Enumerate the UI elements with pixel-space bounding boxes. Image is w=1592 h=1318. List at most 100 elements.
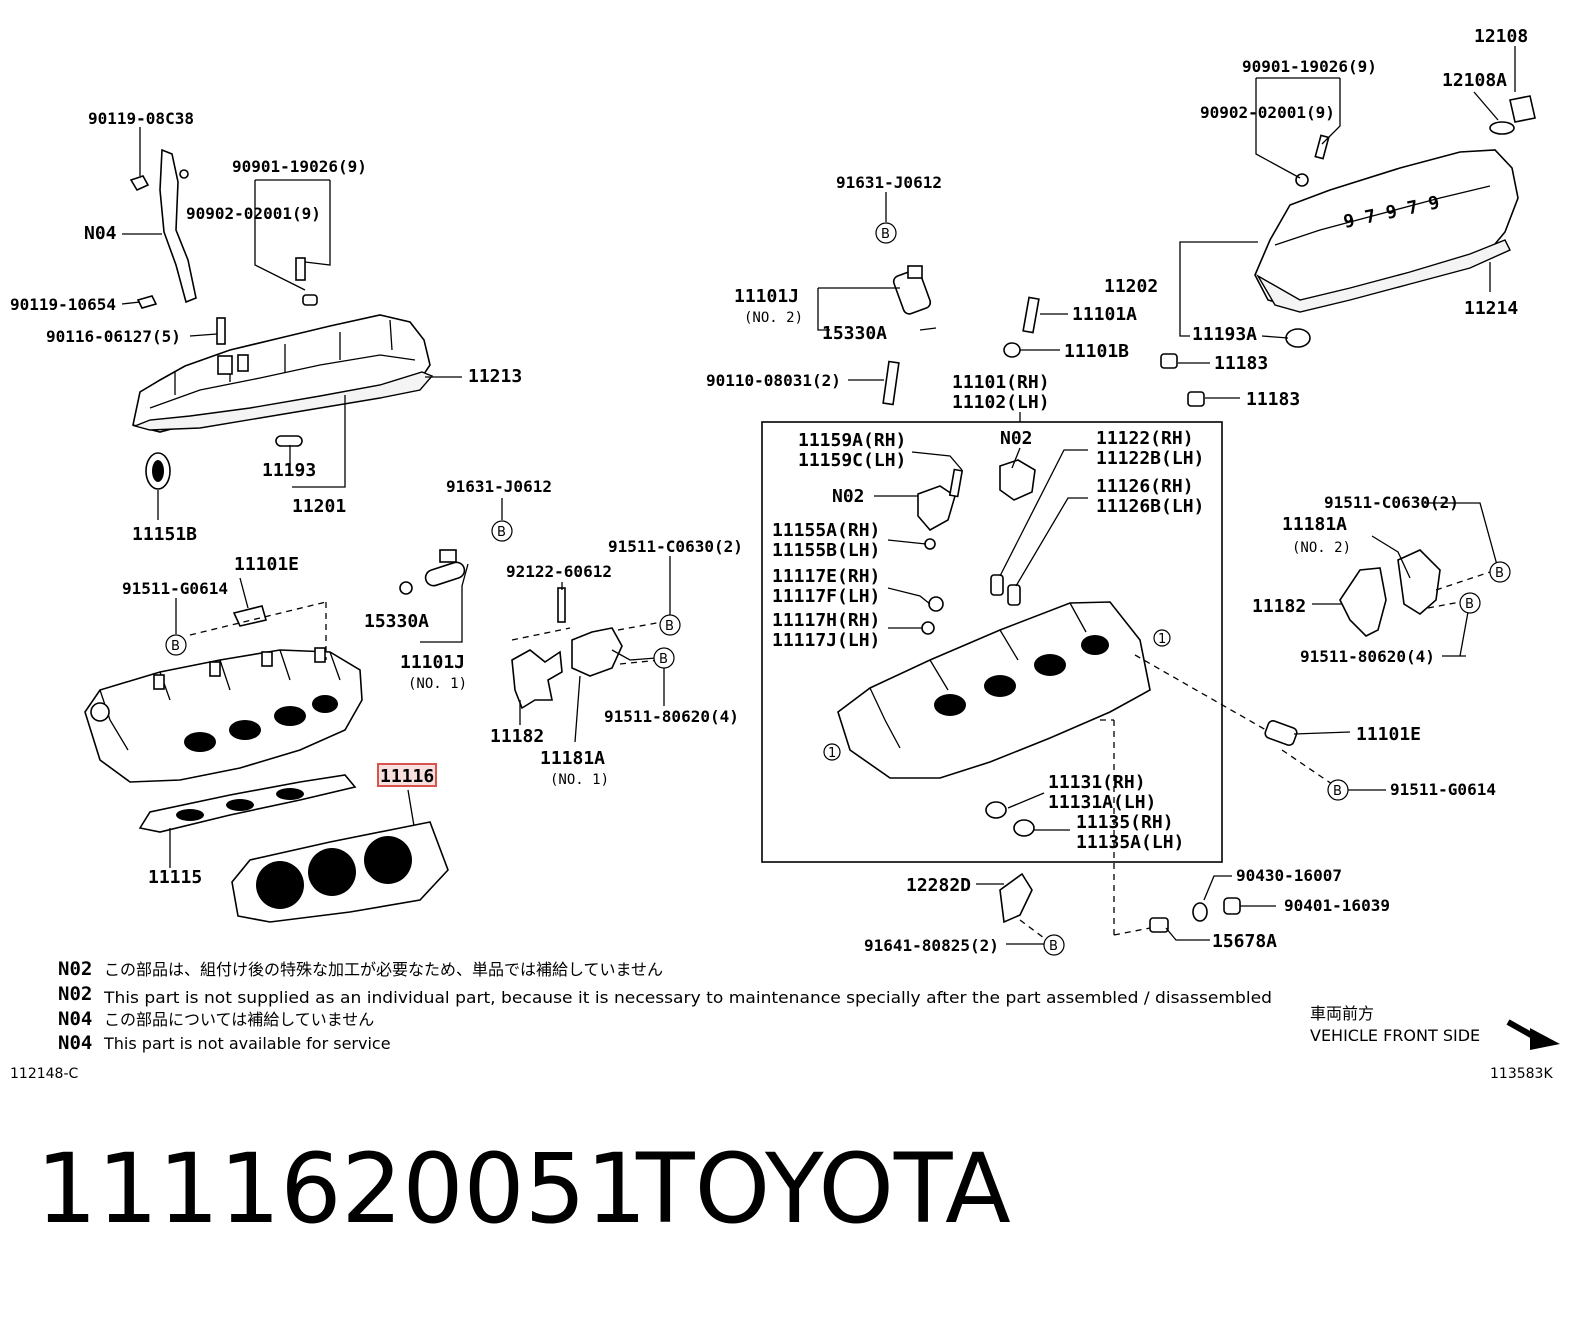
label-no2-right: (NO. 2) — [1292, 540, 1351, 556]
note-text: この部品については補給していません — [104, 1010, 374, 1029]
note-text: This part is not supplied as an individu… — [103, 988, 1272, 1007]
bubble-b: B — [1049, 939, 1058, 954]
label-12108A: 12108A — [1442, 70, 1507, 91]
label-91511-G0614-left: 91511-G0614 — [122, 579, 228, 598]
label-11131: 11131(RH) — [1048, 772, 1146, 793]
bubble-b: B — [665, 619, 674, 634]
label-11126B: 11126B(LH) — [1096, 496, 1204, 517]
label-11181A-left: 11181A — [540, 748, 605, 769]
label-11201: 11201 — [292, 496, 346, 517]
label-91631-J0612-left: 91631-J0612 — [446, 477, 552, 496]
label-11151B: 11151B — [132, 524, 197, 545]
label-15678A: 15678A — [1212, 931, 1277, 952]
label-92122-60612: 92122-60612 — [506, 562, 612, 581]
note-text: This part is not available for service — [103, 1034, 391, 1053]
code-left: 112148-C — [10, 1066, 78, 1082]
label-11101J-center: 11101J — [734, 286, 799, 307]
label-11117H: 11117H(RH) — [772, 610, 880, 631]
label-90902-02001-right: 90902-02001(9) — [1200, 103, 1335, 122]
bubble-b: B — [497, 525, 506, 540]
small-bolts-left — [129, 175, 318, 490]
label-11202: 11202 — [1104, 276, 1158, 297]
label-91631-J0612-center: 91631-J0612 — [836, 173, 942, 192]
vehicle-front-indicator: 車両前方 VEHICLE FRONT SIDE — [1310, 1004, 1560, 1050]
leader-lines — [121, 46, 1516, 945]
bubble-b: B — [171, 639, 180, 654]
note-key: N04 — [58, 1032, 92, 1054]
label-n04: N04 — [84, 223, 117, 244]
label-11182-right: 11182 — [1252, 596, 1306, 617]
label-11155A: 11155A(RH) — [772, 520, 880, 541]
cam-sensor-center — [882, 265, 1040, 406]
label-90119-08C38: 90119-08C38 — [88, 109, 194, 128]
label-11122B: 11122B(LH) — [1096, 448, 1204, 469]
bracket-n04 — [159, 148, 197, 304]
cylinder-head-lh — [84, 647, 363, 783]
cylinder-head-cover-rh: 9 7 9 7 9 — [1160, 95, 1536, 407]
bubble-b: B — [659, 652, 668, 667]
label-11102-lh: 11102(LH) — [952, 392, 1050, 413]
brackets-middle — [511, 587, 623, 710]
label-11183-bottom: 11183 — [1246, 389, 1300, 410]
label-11117J: 11117J(LH) — [772, 630, 880, 651]
label-91511-C0630-right: 91511-C0630(2) — [1324, 493, 1459, 512]
cam-sensor-left — [232, 549, 466, 627]
label-11115: 11115 — [148, 867, 202, 888]
part-labels: 90119-08C38 90901-19026(9) 90902-02001(9… — [10, 26, 1528, 955]
label-n02-left: N02 — [832, 486, 865, 507]
front-jp: 車両前方 — [1310, 1004, 1374, 1023]
dashed-lines — [189, 571, 1491, 939]
bubble-b: B — [1495, 566, 1504, 581]
label-11101A: 11101A — [1072, 304, 1137, 325]
label-11122: 11122(RH) — [1096, 428, 1194, 449]
label-90901-19026-right: 90901-19026(9) — [1242, 57, 1377, 76]
label-11131A: 11131A(LH) — [1048, 792, 1156, 813]
label-11101E-left: 11101E — [234, 554, 299, 575]
label-11213: 11213 — [468, 366, 522, 387]
label-90116-06127: 90116-06127(5) — [46, 327, 181, 346]
label-11193A: 11193A — [1192, 324, 1257, 345]
note-key: N04 — [58, 1008, 92, 1030]
label-11101-rh: 11101(RH) — [952, 372, 1050, 393]
bubble-b: B — [881, 227, 890, 242]
label-90430-16007: 90430-16007 — [1236, 866, 1342, 885]
note-key: N02 — [58, 983, 92, 1005]
cylinder-head-rh-box — [761, 421, 1223, 863]
label-15330A-center: 15330A — [822, 323, 887, 344]
label-90901-19026-left: 90901-19026(9) — [232, 157, 367, 176]
label-no1-left: (NO. 1) — [408, 676, 467, 692]
label-91511-C0630-left: 91511-C0630(2) — [608, 537, 743, 556]
label-91511-80620-right: 91511-80620(4) — [1300, 647, 1435, 666]
front-en: VEHICLE FRONT SIDE — [1310, 1026, 1480, 1045]
label-n02-top: N02 — [1000, 428, 1033, 449]
label-11183-top: 11183 — [1214, 353, 1268, 374]
caption-brand: TOYOTA — [635, 1133, 1011, 1245]
bubbles: B B B B B B B B B 1 1 — [165, 222, 1511, 956]
label-11126: 11126(RH) — [1096, 476, 1194, 497]
label-11135: 11135(RH) — [1076, 812, 1174, 833]
label-91641-80825: 91641-80825(2) — [864, 936, 999, 955]
label-12108: 12108 — [1474, 26, 1528, 47]
label-11117F: 11117F(LH) — [772, 586, 880, 607]
caption-part-number: 1111620051 — [36, 1133, 647, 1245]
note-text: この部品は、組付け後の特殊な加工が必要なため、単品では補給していません — [104, 960, 663, 979]
label-11116-highlighted: 11116 — [380, 766, 434, 787]
label-90110-08031: 90110-08031(2) — [706, 371, 841, 390]
label-11181A-right: 11181A — [1282, 514, 1347, 535]
gasket-11115 — [138, 774, 357, 833]
label-12282D: 12282D — [906, 875, 971, 896]
label-no2-center: (NO. 2) — [744, 310, 803, 326]
label-11117E: 11117E(RH) — [772, 566, 880, 587]
head-gasket-11116 — [231, 821, 449, 923]
label-no1-middle: (NO. 1) — [550, 772, 609, 788]
label-15330A-left: 15330A — [364, 611, 429, 632]
label-11159A: 11159A(RH) — [798, 430, 906, 451]
bubble-1: 1 — [828, 746, 836, 761]
label-11155B: 11155B(LH) — [772, 540, 880, 561]
label-11101J-left: 11101J — [400, 652, 465, 673]
label-11193: 11193 — [262, 460, 316, 481]
bubble-b: B — [1333, 784, 1342, 799]
label-11135A: 11135A(LH) — [1076, 832, 1184, 853]
label-90401-16039: 90401-16039 — [1284, 896, 1390, 915]
